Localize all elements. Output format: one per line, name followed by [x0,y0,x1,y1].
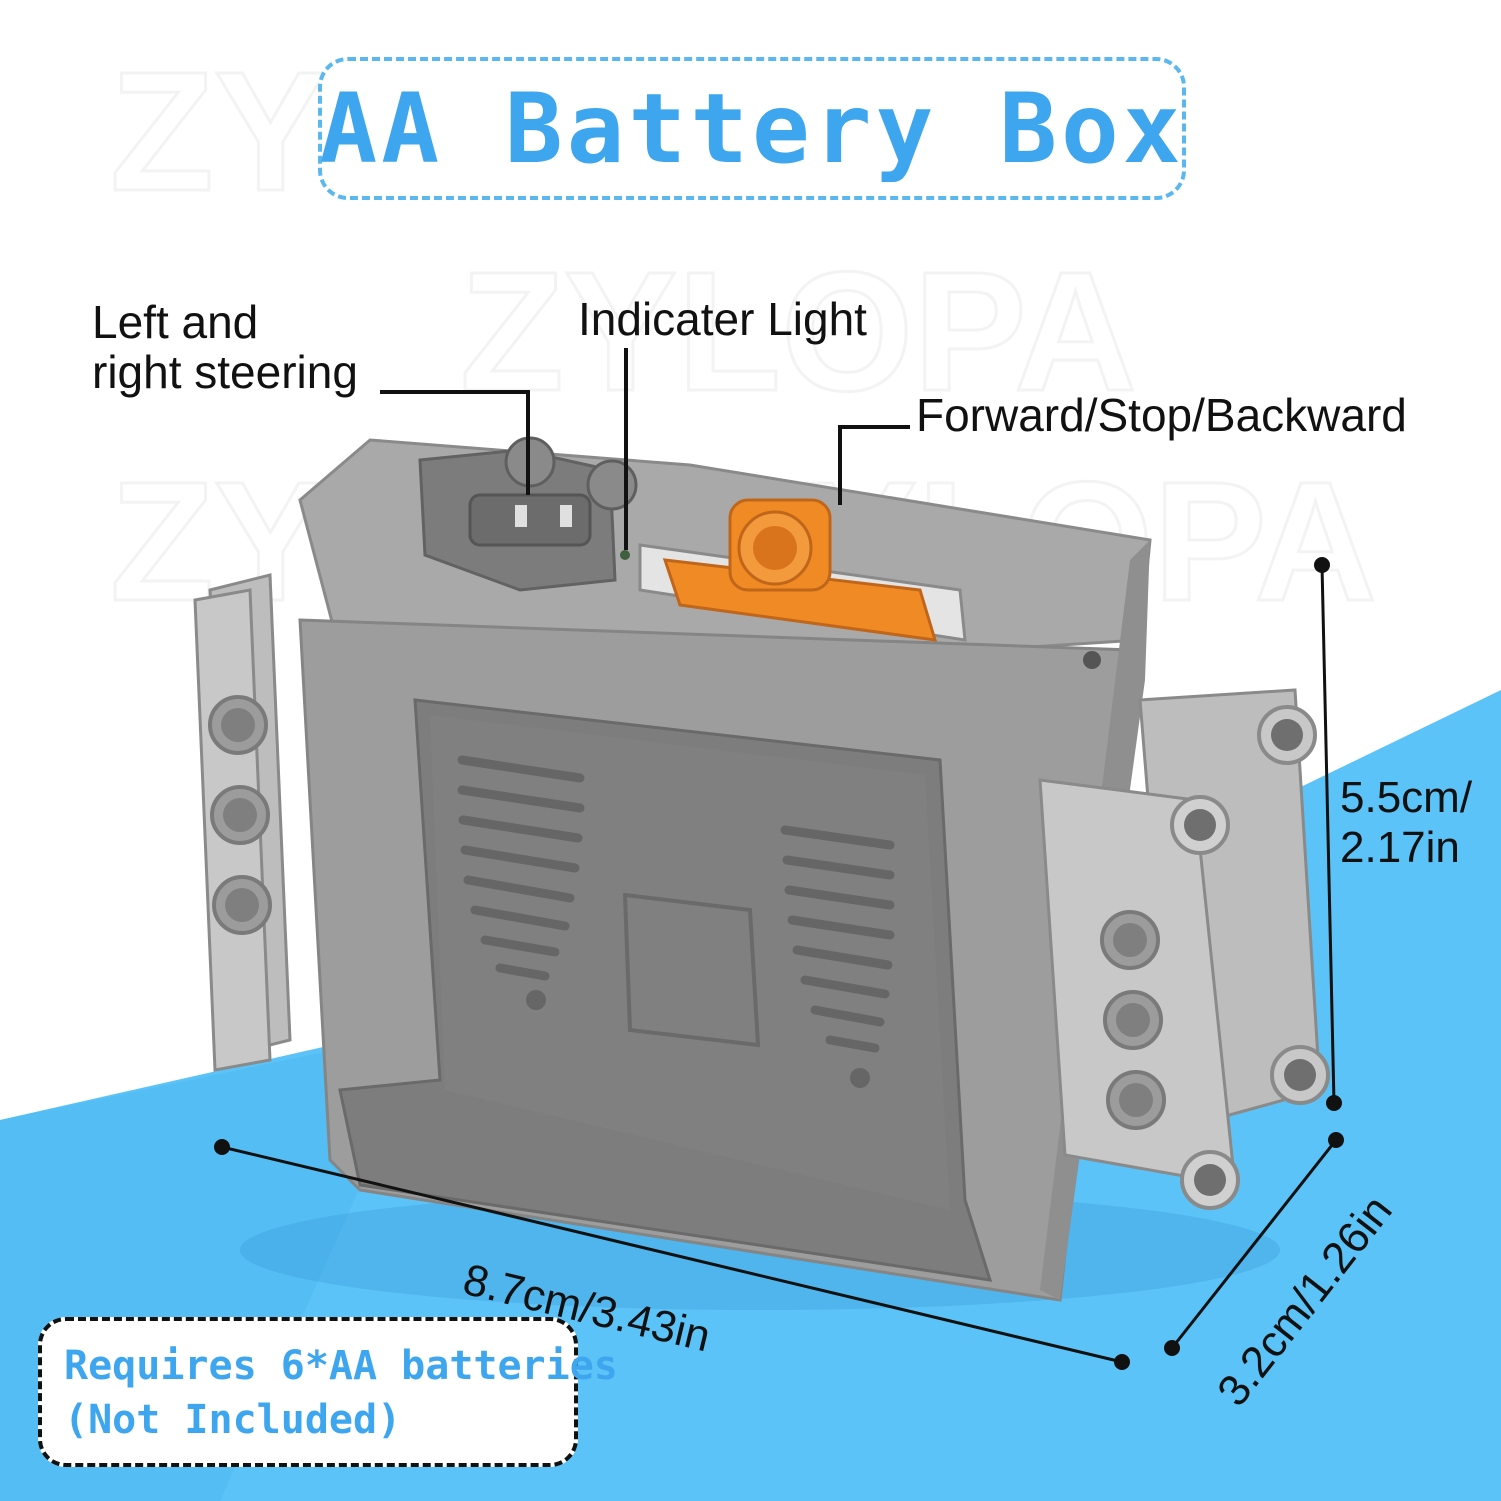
battery-note-line1: Requires 6*AA batteries [64,1343,618,1389]
dimension-lines [221,564,1338,1364]
steering-label-line1: Left and [92,296,259,348]
steering-callout-line [380,390,530,495]
dimension-dots [214,557,1344,1370]
callout-lines [380,348,910,550]
title-box: AA Battery Box [318,57,1186,200]
switch-label: Forward/Stop/Backward [916,389,1407,441]
height-label-line2: 2.17in [1340,823,1460,872]
switch-callout-line [838,425,910,505]
battery-box [298,436,1152,1302]
right-bracket [1038,688,1330,1210]
length-dimension-line [221,1145,1123,1364]
battery-note-line2: (Not Included) [64,1397,402,1443]
indicator-light [620,550,630,560]
height-dimension-line [1320,564,1336,1104]
battery-note-box: Requires 6*AA batteries (Not Included) [38,1317,618,1467]
svg-text:ZYLOPA: ZYLOPA [460,237,1137,427]
steering-label-line2: right steering [92,346,358,398]
height-label-line1: 5.5cm/ [1340,773,1473,822]
indicator-label: Indicater Light [578,293,867,345]
left-bracket [193,573,292,1072]
depth-dimension-line [1170,1139,1338,1349]
page-title: AA Battery Box [319,72,1185,185]
